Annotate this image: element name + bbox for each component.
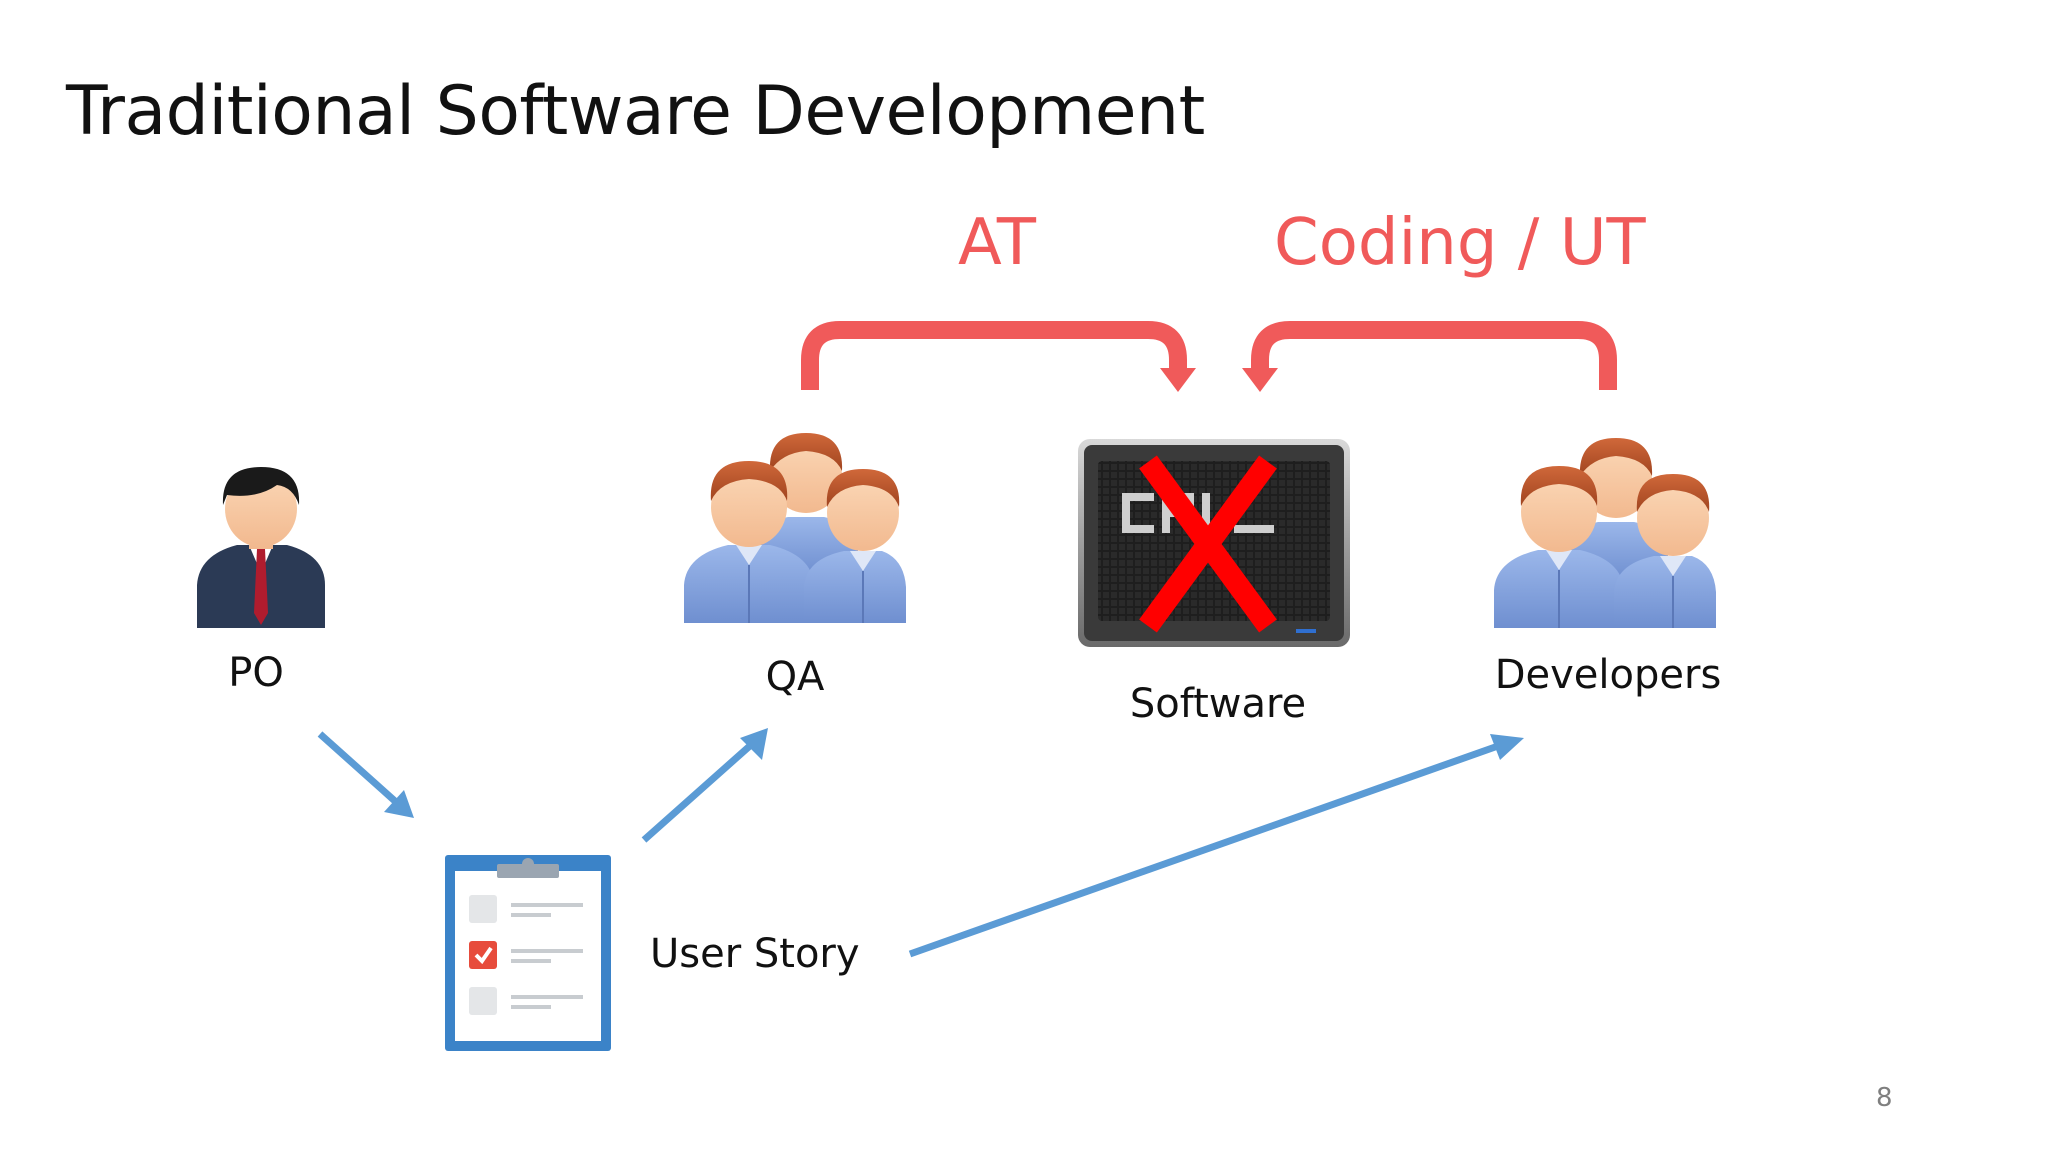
at-bracket-arrow [801, 321, 1196, 392]
red-x-icon [1139, 455, 1277, 633]
developers-label: Developers [1494, 652, 1722, 698]
at-label: AT [958, 206, 1036, 280]
coding-ut-label: Coding / UT [1274, 206, 1646, 280]
user-story-to-qa-arrow [641, 728, 768, 843]
person-suit-icon [197, 467, 325, 628]
qa-label: QA [765, 654, 825, 700]
po-label: PO [228, 650, 284, 696]
slide-title: Traditional Software Development [66, 72, 1205, 151]
user-story-label: User Story [650, 931, 860, 977]
coding-bracket-arrow [1242, 321, 1617, 392]
group-people-icon [684, 433, 906, 623]
software-label: Software [1129, 681, 1307, 727]
user-story-to-developers-arrow [908, 734, 1524, 958]
page-number: 8 [1876, 1083, 1893, 1113]
clipboard-checklist-icon [445, 855, 611, 1051]
po-to-user-story-arrow [317, 731, 414, 818]
group-people-icon [1494, 438, 1716, 628]
